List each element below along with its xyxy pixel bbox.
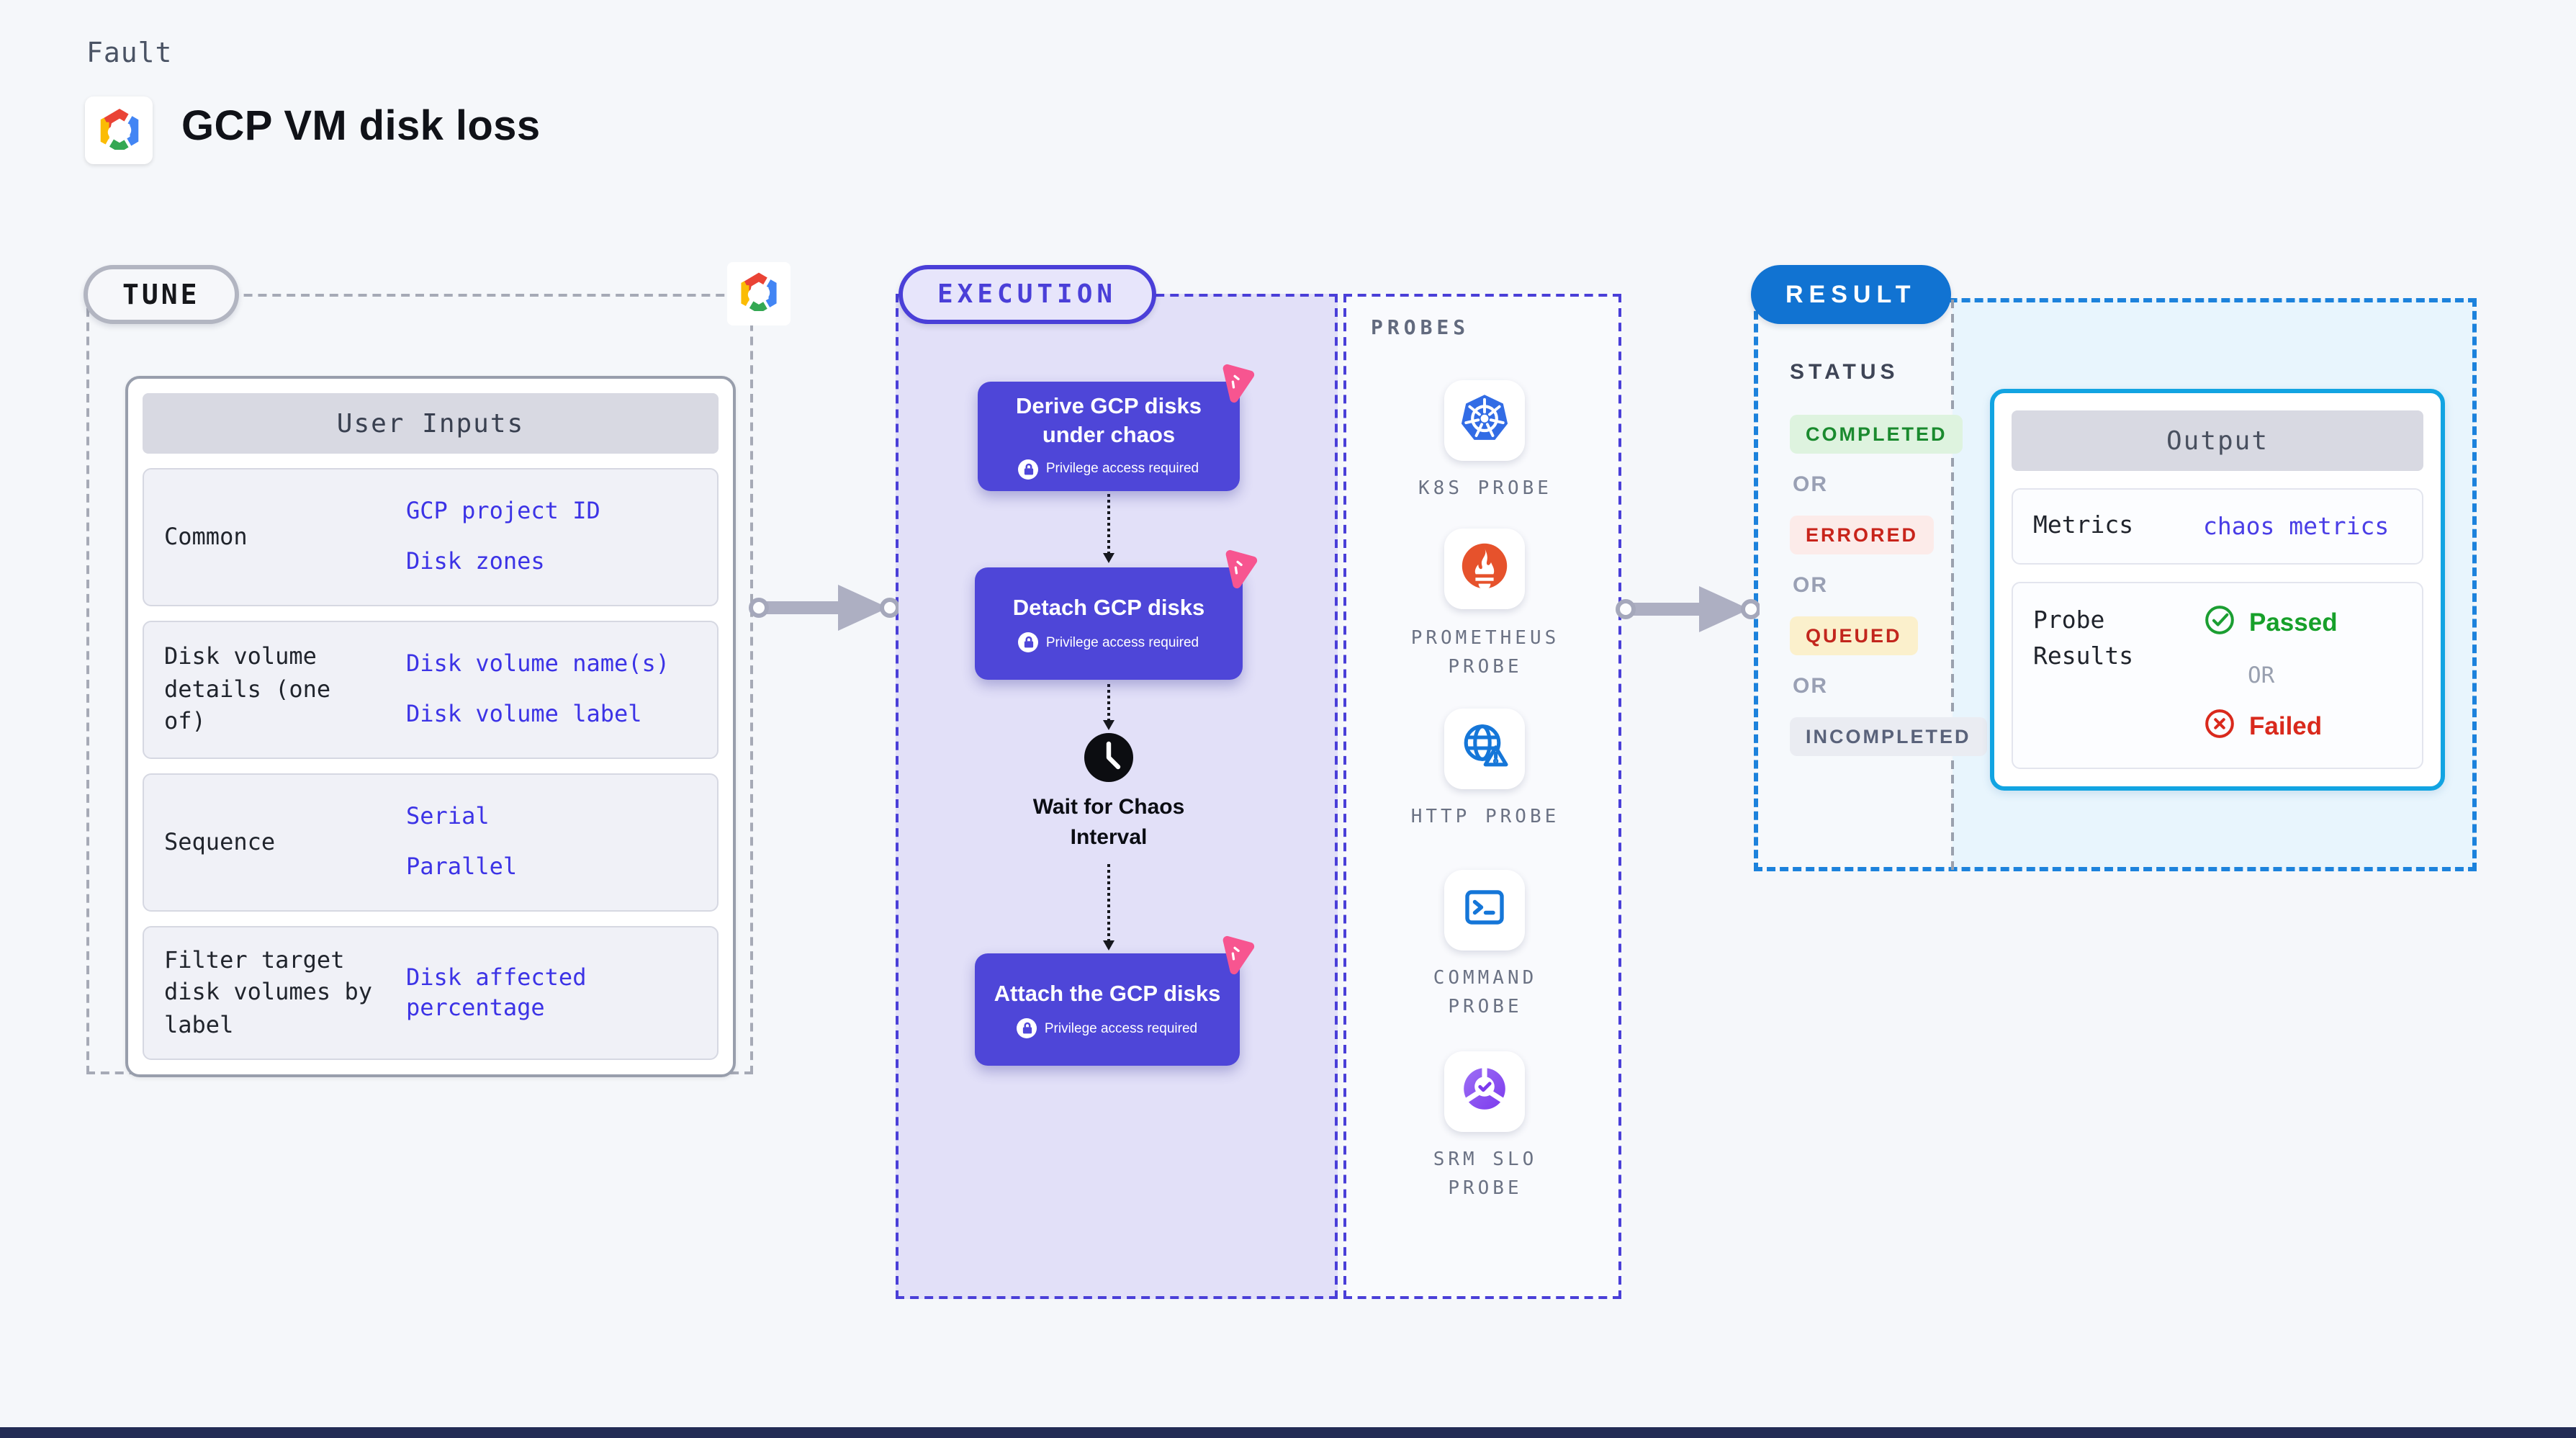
srm-slo-donut-icon <box>1459 1062 1510 1121</box>
litmus-chaos-icon <box>1215 363 1257 412</box>
page-kicker: Fault <box>86 37 173 69</box>
row-label: Common <box>164 522 248 550</box>
passed-line: Passed <box>2203 603 2338 644</box>
status-list: COMPLETED OR ERRORED OR QUEUED OR INCOMP… <box>1790 415 1987 756</box>
x-circle-icon <box>2203 707 2236 747</box>
probe-results-row: Probe Results Passed OR <box>2012 581 2423 769</box>
wait-node-label: Wait for Chaos Interval <box>1032 795 1185 850</box>
http-globe-warning-icon <box>1459 719 1510 778</box>
page-title: GCP VM disk loss <box>181 104 541 150</box>
litmus-chaos-icon <box>1218 549 1260 598</box>
privilege-badge: Privilege access required <box>1018 459 1199 480</box>
probe-tile <box>1444 709 1525 789</box>
metrics-row: Metrics chaos metrics <box>2012 488 2423 565</box>
user-inputs-header: User Inputs <box>143 393 719 454</box>
lock-icon <box>1018 459 1039 480</box>
result-section-box <box>1754 298 2477 871</box>
flow-arrow-icon <box>1616 576 1761 650</box>
or-separator: OR <box>1793 472 1828 497</box>
status-badge-completed: COMPLETED <box>1790 415 1963 454</box>
row-value: Disk zones <box>406 547 545 575</box>
privilege-badge: Privilege access required <box>1017 1018 1198 1039</box>
probe-label: COMMAND PROBE <box>1433 968 1538 1019</box>
table-row: Disk volume details (one of) Disk volume… <box>143 621 719 759</box>
result-status-panel <box>1755 300 1951 870</box>
flow-connector <box>1103 494 1114 563</box>
output-header: Output <box>2012 410 2423 471</box>
table-row: Common GCP project ID Disk zones <box>143 468 719 606</box>
probe-results-label: Probe Results <box>2033 606 2134 670</box>
failed-label: Failed <box>2249 711 2323 741</box>
prometheus-flame-icon <box>1459 539 1510 598</box>
privilege-badge: Privilege access required <box>1018 632 1199 653</box>
status-heading: STATUS <box>1790 360 1899 385</box>
row-value: Disk volume name(s) <box>406 650 670 678</box>
probe-label: PROMETHEUS PROBE <box>1410 628 1560 679</box>
node-label: Derive GCP disks under chaos <box>1016 395 1202 447</box>
row-value: Serial <box>406 802 490 830</box>
clock-icon <box>1083 732 1135 791</box>
execution-node-attach-disks: Attach the GCP disks Privilege access re… <box>975 935 1255 1066</box>
tune-corner-logo <box>727 262 791 325</box>
lock-icon <box>1017 1018 1037 1039</box>
lock-icon <box>1018 632 1039 653</box>
probe-tile <box>1444 870 1525 951</box>
probes-section-box: PROBES <box>1343 294 1621 1299</box>
status-badge-incompleted: INCOMPLETED <box>1790 717 1987 756</box>
row-value: Parallel <box>406 853 518 880</box>
gcp-cloud-icon <box>734 269 783 318</box>
or-separator: OR <box>1793 674 1828 698</box>
flow-connector <box>1103 684 1114 730</box>
flow-arrow-icon <box>749 575 900 648</box>
row-value: GCP project ID <box>406 497 600 525</box>
row-label: Sequence <box>164 827 276 855</box>
output-card: Output Metrics chaos metrics Probe Resul… <box>1990 389 2445 791</box>
table-row: Filter target disk volumes by label Disk… <box>143 926 719 1061</box>
terminal-prompt-icon <box>1459 881 1510 940</box>
or-separator: OR <box>2248 662 2275 688</box>
probe-tile <box>1444 380 1525 461</box>
node-label: Attach the GCP disks <box>994 981 1221 1007</box>
probes-label: PROBES <box>1371 317 1470 340</box>
metrics-value: chaos metrics <box>2203 512 2390 540</box>
user-inputs-card: User Inputs Common GCP project ID Disk z… <box>125 376 736 1078</box>
metrics-label: Metrics <box>2033 511 2134 539</box>
check-circle-icon <box>2203 603 2236 644</box>
or-separator: OR <box>1793 573 1828 598</box>
probe-tile <box>1444 1051 1525 1132</box>
bottom-edge-bar <box>0 1427 2576 1438</box>
execution-node-derive-disks: Derive GCP disks under chaos Privilege a… <box>978 364 1255 491</box>
privilege-label: Privilege access required <box>1045 634 1199 651</box>
probe-label: K8S PROBE <box>1418 478 1552 500</box>
status-badge-errored: ERRORED <box>1790 516 1935 554</box>
gcp-logo-tile <box>85 96 153 164</box>
privilege-label: Privilege access required <box>1045 461 1199 477</box>
probe-tile <box>1444 529 1525 609</box>
passed-label: Passed <box>2249 608 2338 637</box>
node-label: Detach GCP disks <box>1012 596 1205 621</box>
row-label: Filter target disk volumes by label <box>164 946 372 1038</box>
result-divider <box>1951 300 1954 870</box>
tune-badge: TUNE <box>84 265 239 324</box>
row-value: Disk affected percentage <box>406 963 587 1021</box>
row-label: Disk volume details (one of) <box>164 642 331 735</box>
execution-badge: EXECUTION <box>899 265 1156 324</box>
result-badge: RESULT <box>1751 265 1951 324</box>
failed-line: Failed <box>2203 707 2338 747</box>
gcp-cloud-icon <box>93 104 145 156</box>
execution-node-detach-disks: Detach GCP disks Privilege access requir… <box>975 549 1258 680</box>
row-value: Disk volume label <box>406 700 642 727</box>
probe-label: HTTP PROBE <box>1410 806 1560 828</box>
table-row: Sequence Serial Parallel <box>143 773 719 912</box>
litmus-chaos-icon <box>1215 935 1257 984</box>
probe-label: SRM SLO PROBE <box>1433 1149 1538 1200</box>
status-badge-queued: QUEUED <box>1790 616 1918 655</box>
privilege-label: Privilege access required <box>1044 1020 1198 1037</box>
flow-connector <box>1103 864 1114 951</box>
kubernetes-wheel-icon <box>1459 391 1510 450</box>
